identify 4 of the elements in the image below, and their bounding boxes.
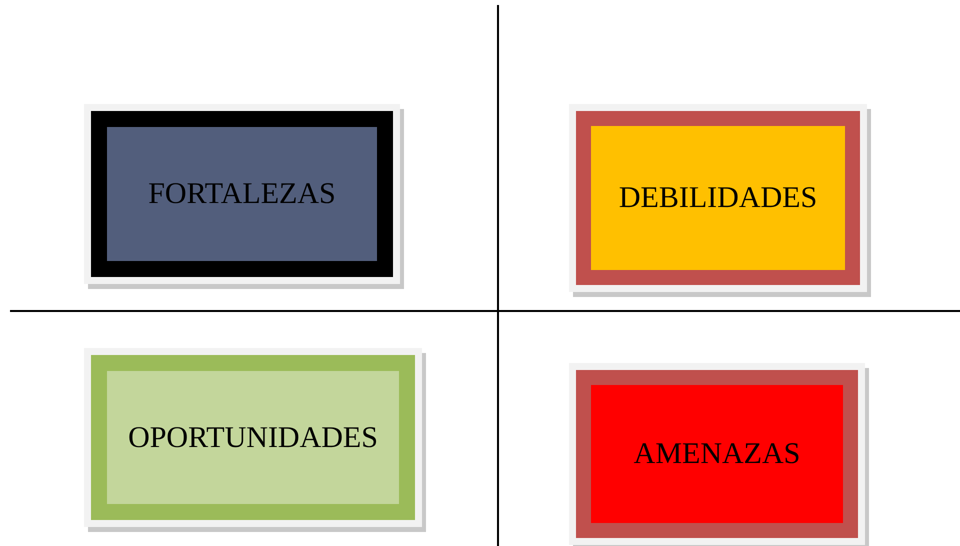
quadrant-label: DEBILIDADES <box>618 181 818 215</box>
quadrant-label: OPORTUNIDADES <box>128 420 378 454</box>
quadrant-label: AMENAZAS <box>634 437 800 471</box>
quadrant-label: FORTALEZAS <box>148 177 336 211</box>
